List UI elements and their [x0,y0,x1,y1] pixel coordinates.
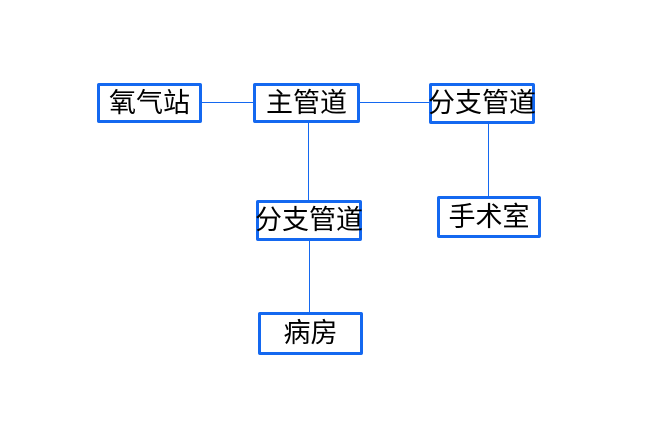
node-branch-pipeline-right: 分支管道 [428,83,536,124]
node-branch-pipeline-middle-label: 分支管道 [255,205,363,235]
connector-main-pipeline-to-branch-pipeline-right [360,102,429,104]
connector-oxygen-station-to-main-pipeline [202,102,253,104]
connector-branch-pipeline-middle-to-ward [309,241,311,312]
node-oxygen-station: 氧气站 [97,83,202,123]
node-ward-label: 病房 [283,318,338,348]
node-main-pipeline: 主管道 [253,83,360,123]
connector-branch-pipeline-right-to-operating-room [488,124,490,196]
node-branch-pipeline-right-label: 分支管道 [428,88,536,118]
node-main-pipeline-label: 主管道 [266,87,347,118]
node-oxygen-station-label: 氧气站 [109,87,190,118]
connector-main-pipeline-to-branch-pipeline-middle [308,123,310,200]
node-operating-room-label: 手术室 [448,201,530,232]
node-ward: 病房 [258,312,363,355]
node-branch-pipeline-middle: 分支管道 [255,200,363,241]
node-operating-room: 手术室 [437,196,541,238]
